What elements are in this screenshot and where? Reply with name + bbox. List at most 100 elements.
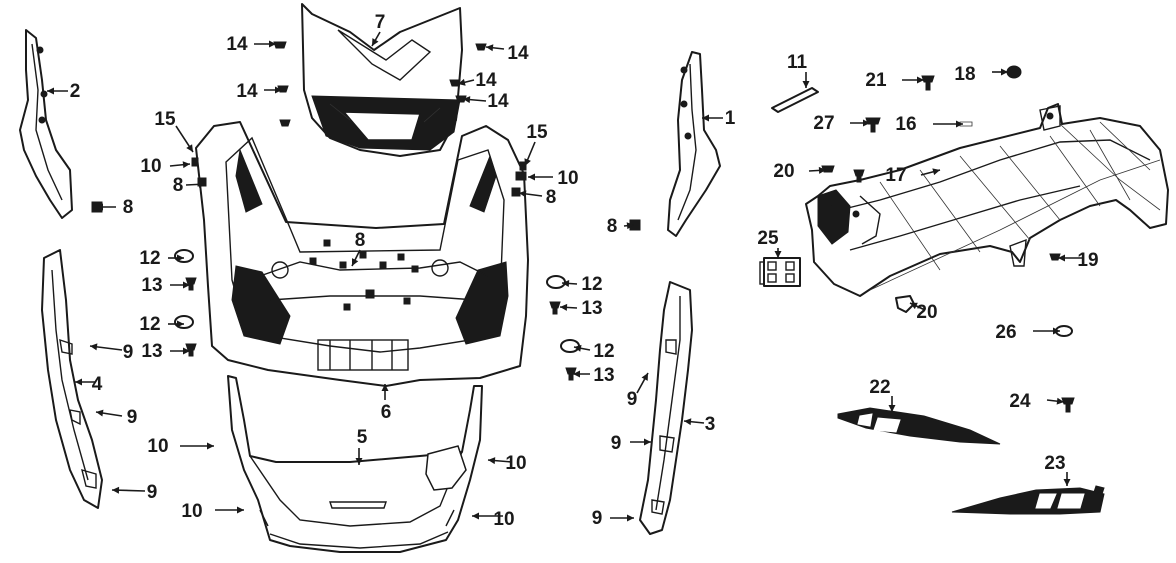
- leader-arrow-c15a: [186, 144, 193, 152]
- callout-c19: 19: [1077, 250, 1098, 271]
- callout-c9d: 9: [611, 433, 622, 454]
- leader-arrow-c1: [702, 114, 709, 122]
- callout-c12a: 12: [139, 248, 160, 269]
- callout-c16: 16: [895, 114, 916, 135]
- callout-c12b: 12: [581, 274, 602, 295]
- leader-arrow-c12b: [562, 279, 570, 287]
- leader-arrow-c8a: [198, 180, 206, 188]
- leader-arrow-c10c: [207, 442, 214, 450]
- leader-arrow-c20a: [818, 166, 826, 174]
- leader-arrow-c10d: [488, 457, 496, 465]
- callout-c10c: 10: [147, 436, 168, 457]
- leader-arrow-c23: [1063, 479, 1071, 486]
- leader-arrow-c17: [932, 168, 940, 176]
- leader-arrow-c14a: [269, 40, 276, 48]
- callout-c14a: 14: [226, 34, 248, 55]
- callout-c13c: 13: [141, 341, 162, 362]
- fasteners-right: [449, 43, 641, 381]
- part-11-strip: [771, 87, 819, 113]
- leader-arrow-c14d: [275, 86, 282, 94]
- part-17-rear-fender: [805, 103, 1169, 297]
- callout-c20a: 20: [773, 161, 794, 182]
- part-22-decal: [837, 407, 1001, 445]
- leader-arrow-c25: [774, 251, 782, 258]
- callout-c10d: 10: [505, 453, 526, 474]
- leader-arrow-c27: [863, 119, 870, 127]
- callout-c26: 26: [995, 322, 1016, 343]
- callout-c18: 18: [954, 64, 975, 85]
- callout-c13b: 13: [581, 298, 602, 319]
- callout-c9c: 9: [127, 407, 138, 428]
- callout-c27: 27: [813, 113, 834, 134]
- callout-c15a: 15: [154, 109, 176, 130]
- callout-c10a: 10: [140, 156, 161, 177]
- leader-arrow-c18: [1001, 68, 1008, 76]
- callout-c11: 11: [787, 52, 808, 73]
- callout-c13d: 13: [593, 365, 614, 386]
- callout-c10b: 10: [557, 168, 578, 189]
- leader-arrow-c7: [372, 38, 379, 46]
- callout-c25: 25: [757, 228, 779, 249]
- part-4-left-side-panel: [41, 249, 103, 509]
- leader-arrow-c8d: [626, 222, 634, 230]
- leader-arrow-c6: [381, 384, 389, 391]
- leader-arrow-c3: [684, 418, 692, 426]
- callout-c10f: 10: [493, 509, 514, 530]
- callout-c8c: 8: [123, 197, 134, 218]
- callout-c7: 7: [375, 12, 386, 33]
- part-1-right-upper-strip: [667, 51, 721, 237]
- leader-lines: [47, 31, 1084, 522]
- leader-arrow-c14c: [458, 78, 466, 86]
- callout-c17: 17: [885, 165, 906, 186]
- leader-arrow-c12c: [177, 320, 184, 328]
- leader-arrow-c21: [917, 76, 924, 84]
- part-3-right-side-panel: [639, 281, 693, 535]
- callout-c15b: 15: [526, 122, 548, 143]
- leader-arrow-c8b: [519, 190, 527, 198]
- leader-arrow-c10a: [182, 161, 190, 169]
- callout-c12d: 12: [593, 341, 614, 362]
- leader-arrow-c2: [47, 87, 54, 95]
- leader-arrow-c5: [355, 458, 363, 465]
- leader-arrow-c13d: [573, 370, 580, 378]
- callout-c22: 22: [869, 377, 890, 398]
- callout-c21: 21: [865, 70, 887, 91]
- callout-c12c: 12: [139, 314, 160, 335]
- leader-arrow-c13b: [560, 303, 568, 311]
- part-2-left-upper-strip: [19, 29, 73, 219]
- leader-arrow-c16: [956, 120, 963, 128]
- leader-arrow-c9c: [96, 409, 104, 417]
- callout-c9a: 9: [123, 342, 134, 363]
- leader-arrow-c9d: [644, 438, 651, 446]
- callout-c6: 6: [381, 402, 392, 423]
- part-6-inner-cover: [195, 121, 529, 387]
- callout-c9f: 9: [592, 508, 603, 529]
- callout-c8e: 8: [355, 230, 366, 251]
- callout-c14c: 14: [475, 70, 497, 91]
- leader-arrow-c8e: [352, 258, 359, 266]
- leader-arrow-c12a: [177, 254, 184, 262]
- part-25-bracket: [759, 257, 801, 287]
- leader-arrow-c9b: [641, 373, 648, 381]
- leader-arrow-c13c: [183, 347, 190, 355]
- callout-c14d: 14: [236, 81, 258, 102]
- leader-arrow-c4: [75, 378, 82, 386]
- leader-arrow-c19: [1058, 254, 1065, 262]
- leader-arrow-c14b: [486, 44, 494, 52]
- callout-c20b: 20: [916, 302, 937, 323]
- leader-arrow-c13a: [183, 281, 190, 289]
- callout-c14b: 14: [507, 43, 529, 64]
- part-5-lower-panel: [227, 375, 483, 553]
- leader-arrow-c20b: [910, 302, 918, 310]
- callout-c4: 4: [92, 374, 103, 395]
- leader-arrow-c10f: [472, 512, 479, 520]
- callout-c3: 3: [705, 414, 716, 435]
- callout-c23: 23: [1044, 453, 1065, 474]
- leader-arrow-c9e: [112, 486, 120, 494]
- callout-c14e: 14: [487, 91, 509, 112]
- leader-arrow-c14e: [463, 96, 471, 104]
- part-23-decal: [951, 485, 1105, 515]
